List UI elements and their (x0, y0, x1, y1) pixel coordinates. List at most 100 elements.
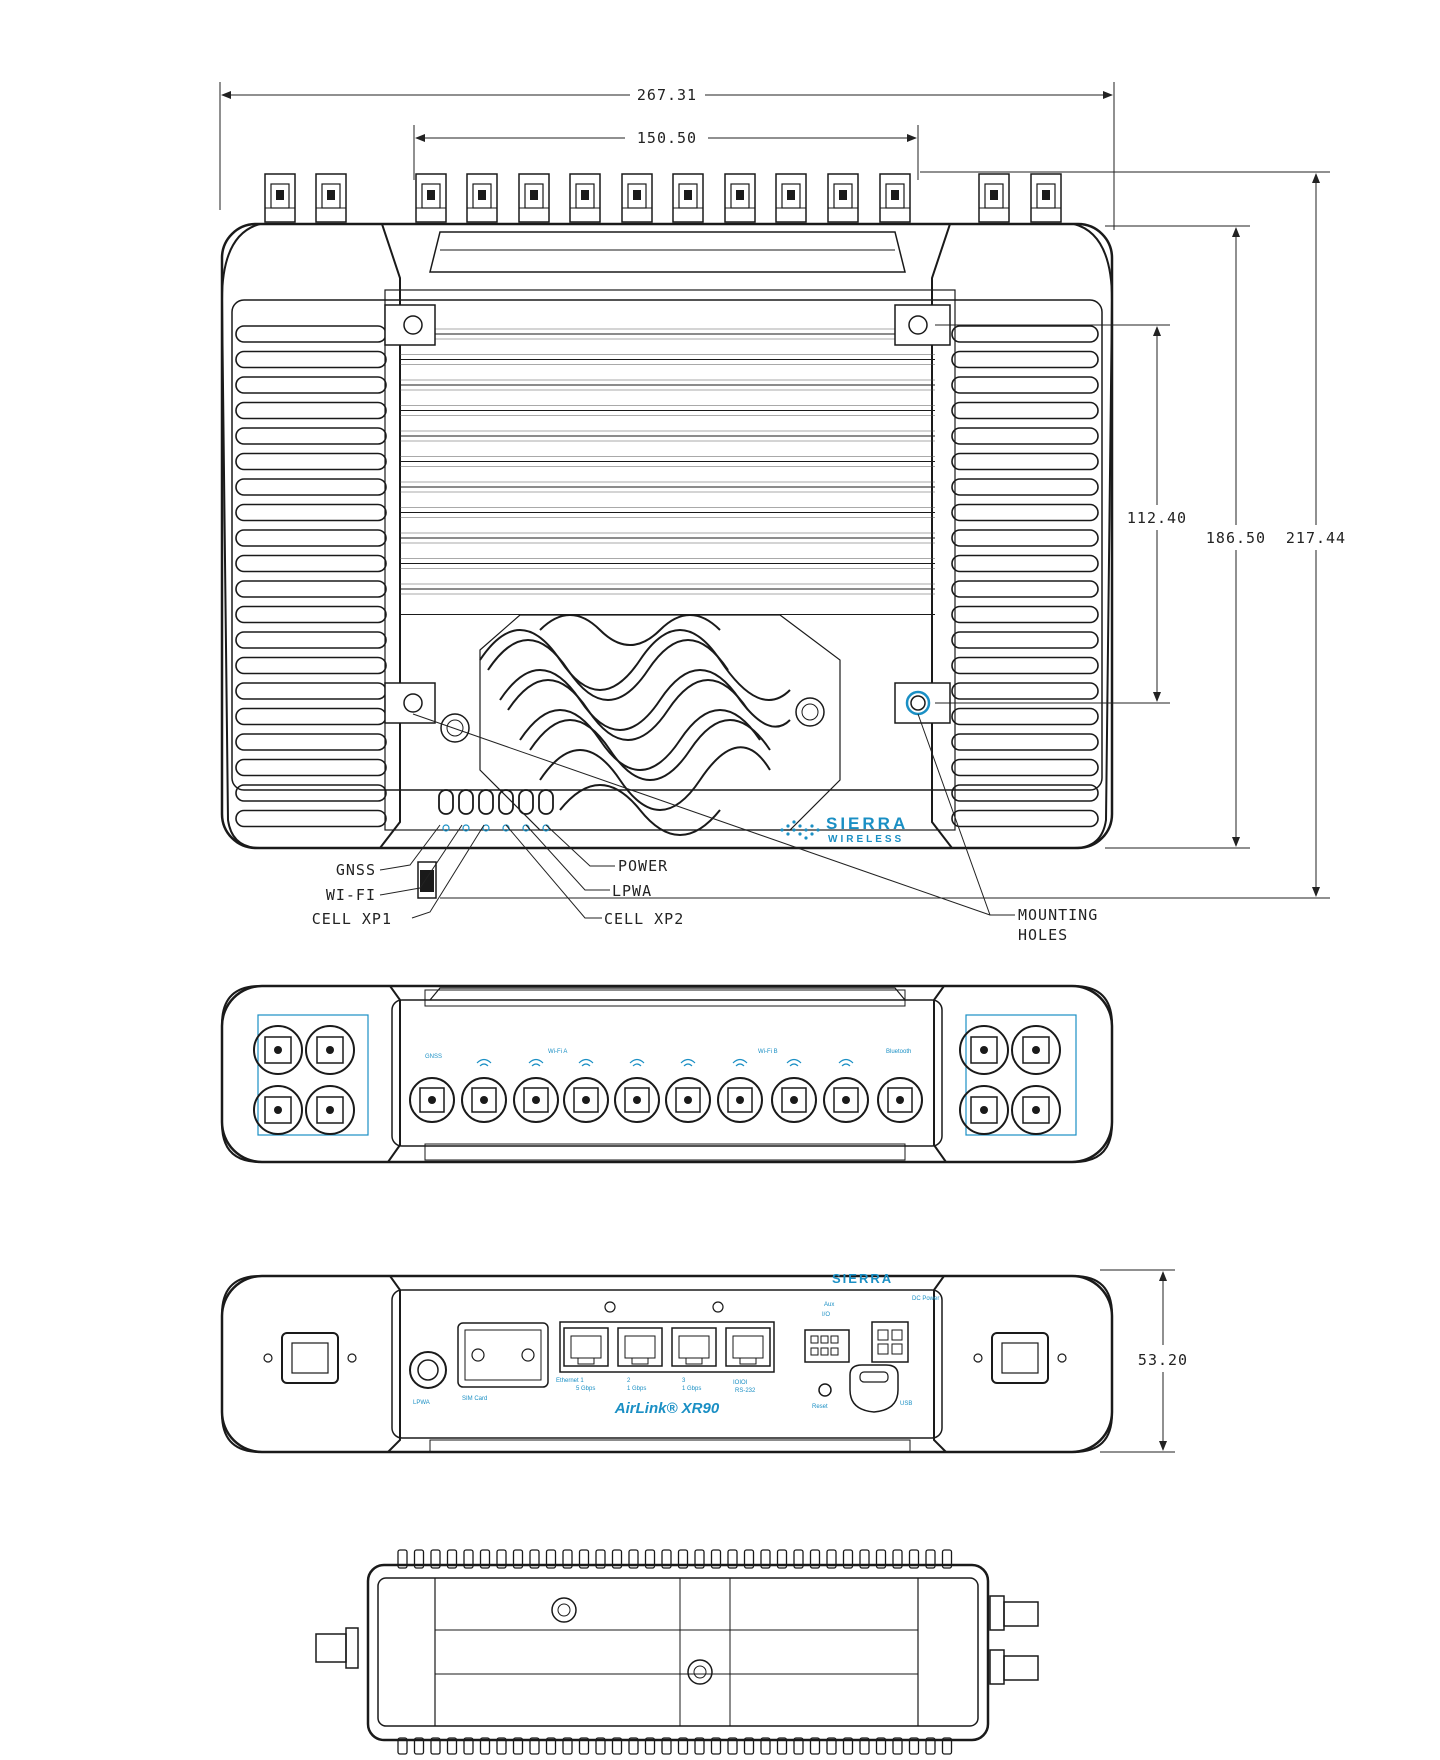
antenna-port (409, 1077, 455, 1123)
callout-power: POWER (618, 857, 668, 875)
antenna-connector (466, 173, 498, 223)
dim-body-depth-label: 186.50 (1206, 529, 1266, 547)
antenna-connector (827, 173, 859, 223)
dim-height: 53.20 (1100, 1269, 1188, 1453)
antenna-connector (879, 173, 911, 223)
antenna-connectors (264, 173, 1062, 223)
rear-brand: SIERRA (832, 1271, 893, 1286)
antenna-port (717, 1058, 763, 1123)
antenna-port (563, 1058, 609, 1123)
antenna-port (877, 1077, 923, 1123)
antenna-port (614, 1058, 660, 1123)
rear-view: LPWA SIM Card Ethernet 1 5 Gbps 2 1 Gbps… (220, 1269, 1188, 1454)
antenna-port (823, 1058, 869, 1123)
antenna-port (513, 1058, 559, 1123)
label-aux: Aux (824, 1302, 834, 1308)
serpentine-pattern (479, 614, 791, 836)
antenna-connector (315, 173, 347, 223)
cellular-port (959, 1085, 1009, 1135)
dim-hole-spacing: 112.40 (935, 324, 1187, 704)
callout-wifi: WI-FI (326, 886, 376, 904)
ethernet-port (725, 1327, 771, 1367)
label-aux-io: I/O (822, 1312, 830, 1318)
brand-name-line2: WIRELESS (828, 834, 904, 845)
brand-name-line1: SIERRA (826, 814, 908, 833)
dim-antenna-span: 150.50 (413, 125, 919, 180)
label-1gbps-a: 1 Gbps (627, 1386, 646, 1392)
mounting-hole (384, 304, 436, 346)
status-led (518, 789, 534, 815)
ethernet-port (563, 1327, 609, 1367)
callout-mounting-holes: MOUNTING (1018, 906, 1098, 924)
ethernet-port (617, 1327, 663, 1367)
cellular-port (305, 1085, 355, 1135)
label-dc-power: DC Power (912, 1296, 939, 1302)
antenna-connector (569, 173, 601, 223)
antenna-connector (775, 173, 807, 223)
label-wifi-a: Wi-Fi A (548, 1049, 567, 1055)
antenna-port (771, 1058, 817, 1123)
status-led (458, 789, 474, 815)
heatsink-fins (235, 325, 1099, 828)
cellular-port (1011, 1025, 1061, 1075)
antenna-connector (415, 173, 447, 223)
antenna-connector (518, 173, 550, 223)
label-port2: 2 (627, 1378, 631, 1384)
antenna-connector (672, 173, 704, 223)
label-rs232: RS-232 (735, 1388, 756, 1394)
cellular-port (253, 1025, 303, 1075)
label-serial: IOIOI (733, 1380, 748, 1386)
callout-leaders (379, 713, 1015, 919)
callout-lpwa: LPWA (612, 882, 652, 900)
cellular-port (959, 1025, 1009, 1075)
callout-mounting-holes-2: HOLES (1018, 926, 1068, 944)
dim-overall-width-label: 267.31 (637, 86, 697, 104)
product-name: AirLink® XR90 (614, 1400, 720, 1417)
cellular-port (253, 1085, 303, 1135)
dim-overall-width: 267.31 (219, 82, 1115, 230)
label-usb: USB (900, 1401, 912, 1407)
front-view: GNSS Wi-Fi A Wi-Fi B Bluetooth (220, 984, 1114, 1164)
dim-overall-depth-label: 217.44 (1286, 529, 1346, 547)
label-wifi-b: Wi-Fi B (758, 1049, 778, 1055)
side-view (315, 1549, 1039, 1755)
callout-gnss: GNSS (336, 861, 376, 879)
status-led (438, 789, 454, 815)
ethernet-ports (563, 1327, 771, 1367)
antenna-port (665, 1058, 711, 1123)
side-fins (397, 1549, 953, 1755)
status-leds (438, 789, 554, 832)
label-bluetooth: Bluetooth (886, 1049, 911, 1055)
callout-cell-xp1: CELL XP1 (312, 910, 392, 928)
dim-hole-spacing-label: 112.40 (1127, 509, 1187, 527)
dim-antenna-span-label: 150.50 (637, 129, 697, 147)
dim-overall-depth: 217.44 (440, 171, 1346, 899)
antenna-connector (264, 173, 296, 223)
front-antenna-ports (253, 1025, 1061, 1135)
status-led (498, 789, 514, 815)
label-port3: 3 (682, 1378, 686, 1384)
status-led (538, 789, 554, 815)
dim-body-depth: 186.50 (1105, 225, 1266, 849)
label-lpwa: LPWA (413, 1400, 430, 1406)
antenna-port (461, 1058, 507, 1123)
device-body-outline (220, 222, 1114, 850)
antenna-connector (621, 173, 653, 223)
antenna-connector (978, 173, 1010, 223)
label-gnss: GNSS (425, 1054, 442, 1060)
label-reset: Reset (812, 1404, 828, 1410)
antenna-connector (1030, 173, 1062, 223)
cellular-port (305, 1025, 355, 1075)
antenna-connector (724, 173, 756, 223)
dim-height-label: 53.20 (1138, 1351, 1188, 1369)
ethernet-port (671, 1327, 717, 1367)
sierra-wireless-logo: SIERRA WIRELESS (780, 814, 908, 845)
cellular-port (1011, 1085, 1061, 1135)
mounting-hole (384, 682, 436, 724)
label-1gbps-b: 1 Gbps (682, 1386, 701, 1392)
callout-cell-xp2: CELL XP2 (604, 910, 684, 928)
status-led (478, 789, 494, 815)
label-5gbps: 5 Gbps (576, 1386, 595, 1392)
label-ethernet1: Ethernet 1 (556, 1378, 584, 1384)
